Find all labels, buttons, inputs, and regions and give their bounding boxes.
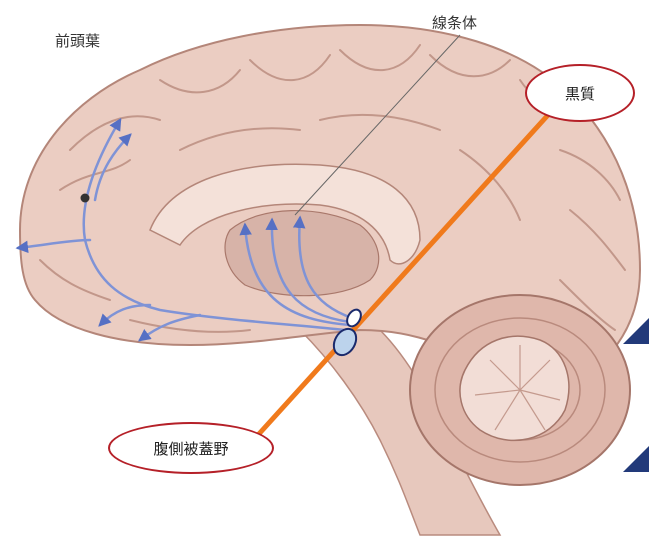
vta-label: 腹側被蓋野 — [108, 422, 274, 474]
frontal-lobe-label: 前頭葉 — [55, 30, 100, 51]
substantia-nigra-label: 黒質 — [525, 64, 635, 122]
blue-triangle-icon — [623, 446, 649, 472]
pathway-node-dot — [81, 194, 90, 203]
blue-triangle-icon — [623, 318, 649, 344]
striatum-label: 線条体 — [432, 12, 477, 33]
cerebellum — [410, 295, 630, 485]
